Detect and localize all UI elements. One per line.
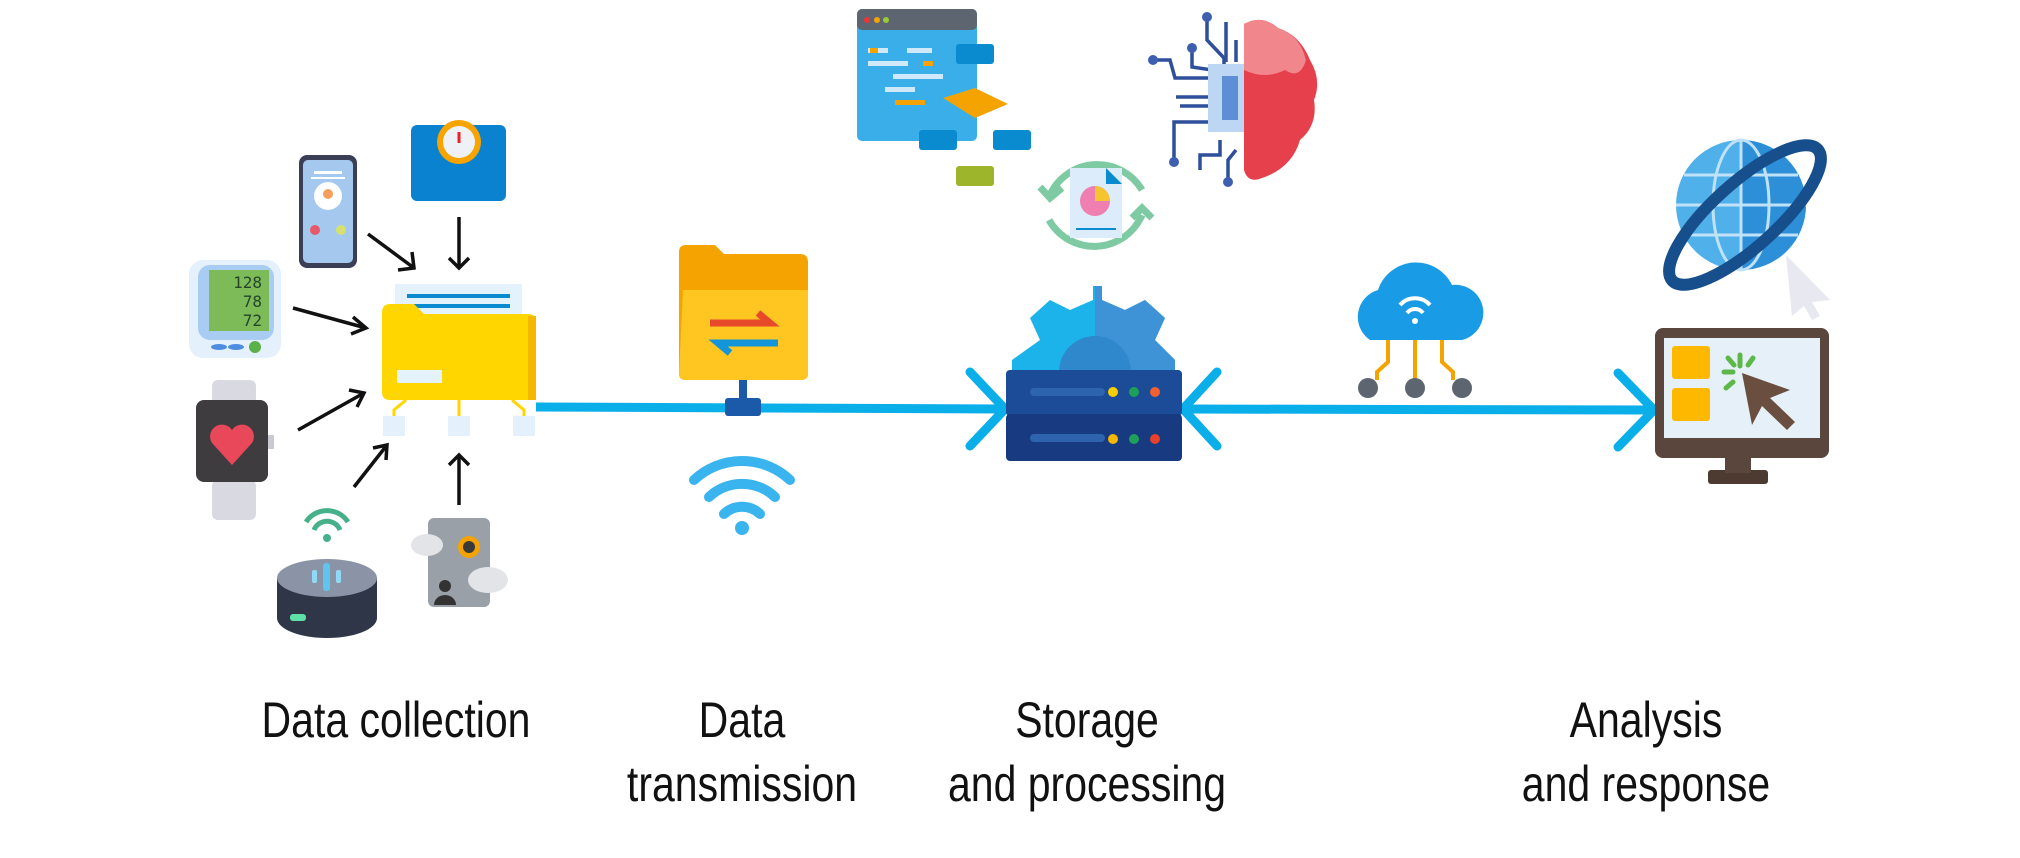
label-line: Storage — [1015, 692, 1159, 748]
globe-internet-icon — [1663, 138, 1830, 320]
stage-label-analysis-response: Analysis and response — [1522, 688, 1770, 816]
flow-line-storage-to-analysis — [1176, 367, 1661, 452]
smartwatch-heart-icon — [196, 380, 274, 520]
device-arrows — [292, 217, 471, 505]
data-processing-cycle-icon — [1037, 161, 1155, 250]
data-folder-icon — [382, 284, 536, 436]
cloud-network-icon — [1357, 262, 1484, 398]
pulse-reading: 72 — [243, 311, 262, 330]
ai-brain-chip-icon — [1148, 12, 1318, 187]
flow-line-collection-to-storage — [535, 367, 1012, 451]
chatbot-phone-icon — [411, 518, 508, 607]
systolic-reading: 128 — [233, 273, 262, 292]
flowchart-code-icon — [857, 9, 1031, 186]
label-line: Data collection — [261, 692, 531, 748]
server-gear-icon — [1006, 286, 1182, 461]
smart-speaker-icon — [277, 508, 377, 638]
transfer-folder-icon — [679, 245, 808, 416]
label-line: and response — [1521, 756, 1771, 812]
label-line: Data — [698, 692, 786, 748]
diastolic-reading: 78 — [243, 292, 262, 311]
blood-pressure-monitor-icon: 128 78 72 — [189, 260, 281, 358]
label-line: and processing — [947, 756, 1227, 812]
smartphone-call-icon — [299, 155, 357, 268]
analysis-monitor-icon — [1655, 328, 1829, 484]
weight-scale-icon — [411, 120, 506, 201]
wifi-signal-icon — [689, 455, 795, 535]
stage-label-data-collection: Data collection — [262, 688, 531, 752]
label-line: transmission — [626, 756, 858, 812]
stage-label-storage-processing: Storage and processing — [948, 688, 1226, 816]
label-line: Analysis — [1569, 692, 1723, 748]
stage-label-data-transmission: Data transmission — [627, 688, 857, 816]
